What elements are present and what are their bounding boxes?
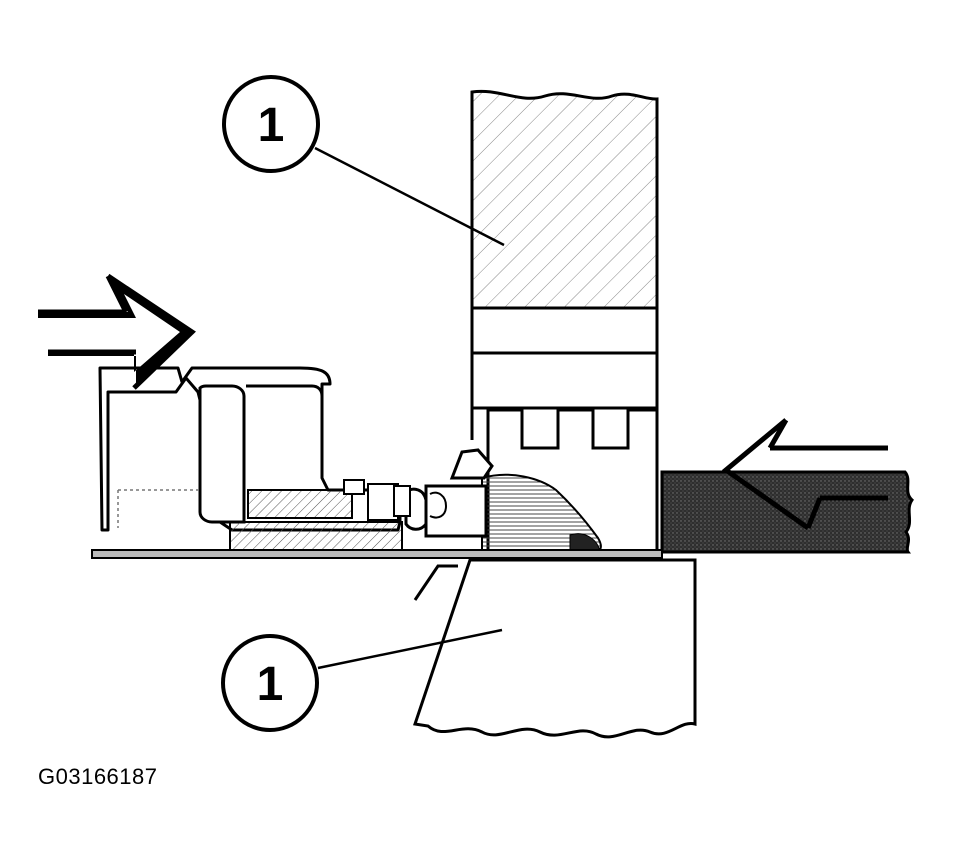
callout-bottom-label: 1 [257,658,284,711]
lower-block [413,558,697,739]
press-arrow-right-icon [38,273,196,390]
callout-top: 1 [222,75,505,247]
upper-column [470,89,659,440]
base-line [91,549,663,559]
figure-id: G03166187 [38,764,158,789]
press-arrow-left-icon [721,418,888,531]
retaining-clip [404,448,494,538]
installer-tool [98,366,411,553]
callout-bottom: 1 [221,628,503,732]
callout-top-label: 1 [258,99,285,152]
